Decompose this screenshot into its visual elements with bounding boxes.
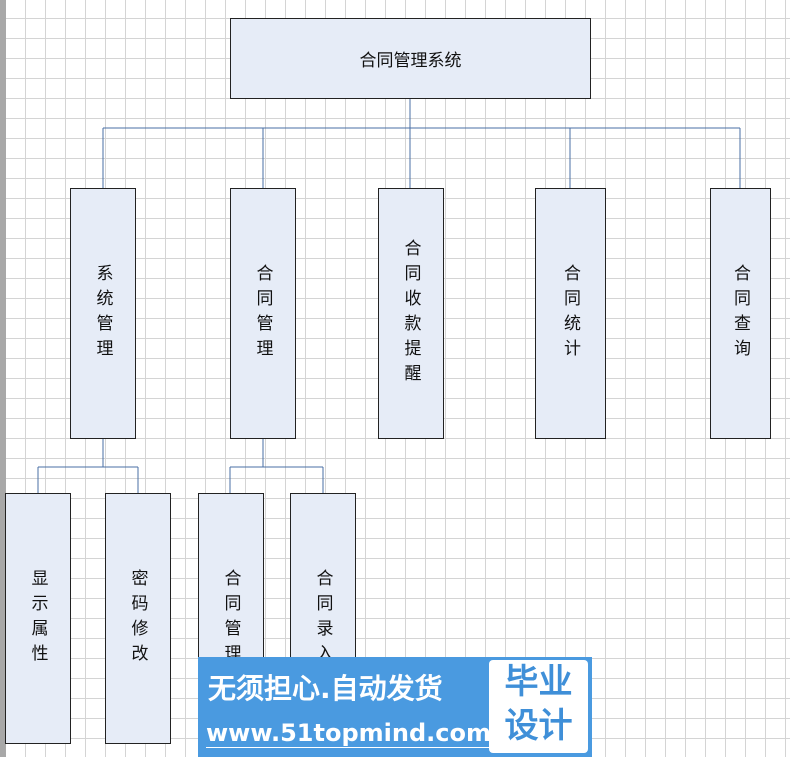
- node-label: 合同统计: [560, 263, 580, 364]
- node-label: 系统管理: [92, 263, 113, 364]
- node-label: 密码修改: [127, 568, 148, 669]
- node-contract-query[interactable]: 合同查询: [710, 188, 771, 439]
- watermark-url: www.51topmind.com: [206, 719, 491, 748]
- badge-bottom: 设计: [504, 706, 573, 746]
- node-label: 显示属性: [27, 568, 48, 669]
- node-label: 合同录入: [312, 568, 333, 669]
- connector-sys: [37, 438, 139, 493]
- node-contract-management[interactable]: 合同管理: [230, 188, 296, 439]
- node-payment-reminder[interactable]: 合同收款提醒: [378, 188, 444, 439]
- badge-top: 毕业: [504, 662, 573, 702]
- node-root[interactable]: 合同管理系统: [230, 18, 591, 99]
- node-label: 合同收款提醒: [400, 238, 421, 389]
- watermark-banner: 无须担心.自动发货 www.51topmind.com 毕业设计: [198, 657, 592, 757]
- watermark-badge: 毕业设计: [489, 660, 588, 753]
- watermark-slogan: 无须担心.自动发货: [208, 672, 443, 705]
- node-label: 合同管理: [220, 568, 241, 669]
- node-contract-statistics[interactable]: 合同统计: [535, 188, 606, 439]
- canvas-edge: [0, 0, 6, 757]
- node-label: 合同查询: [730, 263, 750, 364]
- node-label: 合同管理: [252, 263, 273, 364]
- connector-contract: [229, 438, 324, 493]
- node-system-management[interactable]: 系统管理: [70, 188, 136, 439]
- node-display-properties[interactable]: 显示属性: [5, 493, 71, 744]
- connector-root: [102, 98, 741, 188]
- node-password-change[interactable]: 密码修改: [105, 493, 171, 744]
